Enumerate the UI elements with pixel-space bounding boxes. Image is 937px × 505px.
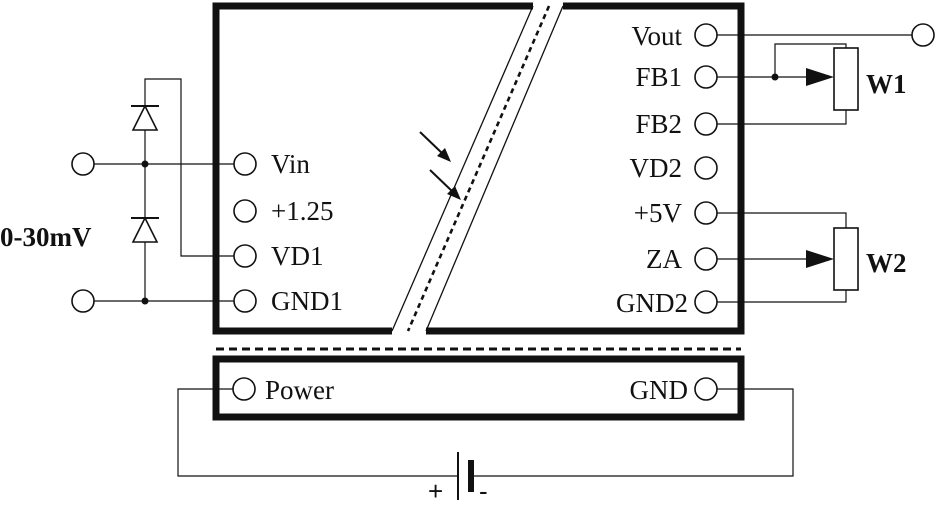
- pin-label-gnd2: GND2: [616, 288, 688, 318]
- pin-vout: Vout: [631, 21, 718, 51]
- potentiometer-w1: W1: [717, 43, 907, 125]
- pot-label-w1: W1: [866, 69, 907, 99]
- battery-icon: [457, 452, 474, 500]
- pin-label-fb1: FB1: [635, 62, 682, 92]
- input-range-label: 0-30mV: [0, 222, 92, 252]
- pin-vd1: VD1: [233, 241, 324, 271]
- pin-gnd1: GND1: [233, 286, 343, 316]
- pin-label-fb2: FB2: [635, 109, 682, 139]
- pin-label-vd2: VD2: [630, 153, 683, 183]
- pin-label-za: ZA: [646, 244, 682, 274]
- pin-za: ZA: [646, 244, 718, 274]
- pin-1-25: +1.25: [233, 196, 333, 226]
- pin-label-gnd1: GND1: [271, 286, 343, 316]
- pin-label-gnd-power: GND: [630, 375, 689, 405]
- pin-fb2: FB2: [635, 109, 718, 139]
- pin-gnd-power: GND: [630, 375, 718, 405]
- pin-5v: +5V: [634, 198, 718, 228]
- pin-fb1: FB1: [635, 62, 718, 92]
- module-left-half: [212, 2, 533, 335]
- module-right-half: [426, 2, 745, 335]
- battery-minus-sign: -: [479, 476, 488, 505]
- light-arrow-icon: [429, 169, 461, 200]
- diode-icon: [131, 216, 159, 243]
- pin-vin: Vin: [233, 149, 310, 179]
- isolation-barrier: [391, 5, 564, 332]
- pin-label-vin: Vin: [271, 149, 310, 179]
- pin-label-vd1: VD1: [271, 241, 324, 271]
- input-terminal: [71, 289, 95, 313]
- pin-label-5v: +5V: [634, 198, 683, 228]
- pin-gnd2: GND2: [616, 288, 718, 318]
- pin-vd2: VD2: [630, 153, 718, 183]
- output-terminal: [717, 23, 935, 47]
- diode-icon: [131, 104, 159, 131]
- light-arrow-icon: [419, 131, 451, 162]
- pot-label-w2: W2: [866, 248, 907, 278]
- input-terminal: [71, 152, 95, 176]
- pin-label-vout: Vout: [631, 21, 682, 51]
- pin-label-1-25: +1.25: [271, 196, 333, 226]
- power-wiring: [177, 388, 794, 477]
- power-block: [212, 355, 745, 421]
- pin-label-power: Power: [265, 375, 334, 405]
- pin-power: Power: [232, 375, 334, 405]
- battery-plus-sign: +: [428, 476, 443, 505]
- potentiometer-w2: W2: [717, 212, 907, 303]
